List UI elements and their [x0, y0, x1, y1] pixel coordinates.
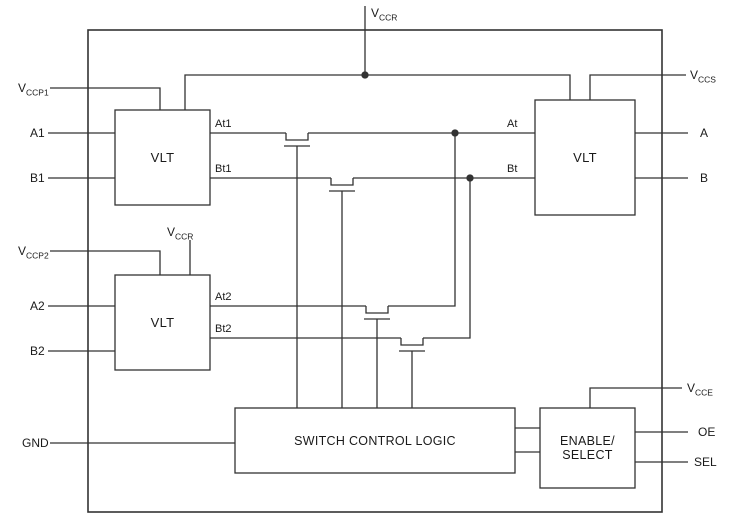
- net-label-at1: At1: [215, 118, 232, 130]
- vlt2-label: VLT: [150, 315, 175, 330]
- pin-label-vccp2: VCCP2: [18, 244, 49, 261]
- wire-vccp1: [50, 87, 161, 110]
- wire-vccs: [589, 74, 686, 100]
- pin-label-a1: A1: [30, 126, 45, 140]
- transistor-at2: [364, 306, 390, 408]
- pin-label-vccp1: VCCP1: [18, 81, 49, 98]
- switch-control-logic-label: SWITCH CONTROL LOGIC: [294, 433, 456, 448]
- pin-label-vccr-mid: VCCR: [167, 225, 194, 242]
- transistor-bt1: [329, 178, 355, 408]
- vlt3-label: VLT: [573, 150, 597, 165]
- net-label-at: At: [507, 118, 518, 130]
- pin-label-b: B: [700, 171, 709, 185]
- vlt3-block: [534, 99, 636, 216]
- pin-label-gnd: GND: [22, 436, 49, 450]
- pin-label-sel: SEL: [694, 455, 717, 469]
- junction-dot-at: [451, 129, 459, 137]
- enable-select-label: ENABLE/ SELECT: [560, 434, 615, 462]
- pin-label-b1: B1: [30, 171, 45, 185]
- wire-vcce: [589, 387, 682, 408]
- net-label-bt1: Bt1: [215, 163, 232, 175]
- net-label-bt2: Bt2: [215, 323, 232, 335]
- vlt1-label: VLT: [150, 150, 175, 165]
- enable-select-block: [539, 407, 636, 489]
- net-label-at2: At2: [215, 291, 232, 303]
- junction-dot-bt: [466, 174, 474, 182]
- vlt1-block: [114, 109, 211, 206]
- pin-label-vcce: VCCE: [687, 381, 713, 398]
- wire-bt2-right: [423, 178, 471, 339]
- pin-label-vccr-top: VCCR: [371, 6, 398, 23]
- wire-vccr-rail: [184, 74, 571, 110]
- pin-label-a2: A2: [30, 299, 45, 313]
- transistor-at1: [284, 133, 310, 408]
- wire-at2-right: [388, 133, 456, 307]
- junction-dot-vccr: [361, 71, 369, 79]
- pin-label-b2: B2: [30, 344, 45, 358]
- net-label-bt: Bt: [507, 163, 518, 175]
- pin-label-oe: OE: [698, 425, 716, 439]
- wire-vccp2: [50, 250, 161, 275]
- pin-label-a: A: [700, 126, 709, 140]
- chip-outline: [87, 29, 663, 513]
- vlt2-block: [114, 274, 211, 371]
- transistor-bt2: [399, 338, 425, 408]
- switch-control-logic-block: [234, 407, 516, 474]
- pin-label-vccs: VCCS: [690, 68, 716, 85]
